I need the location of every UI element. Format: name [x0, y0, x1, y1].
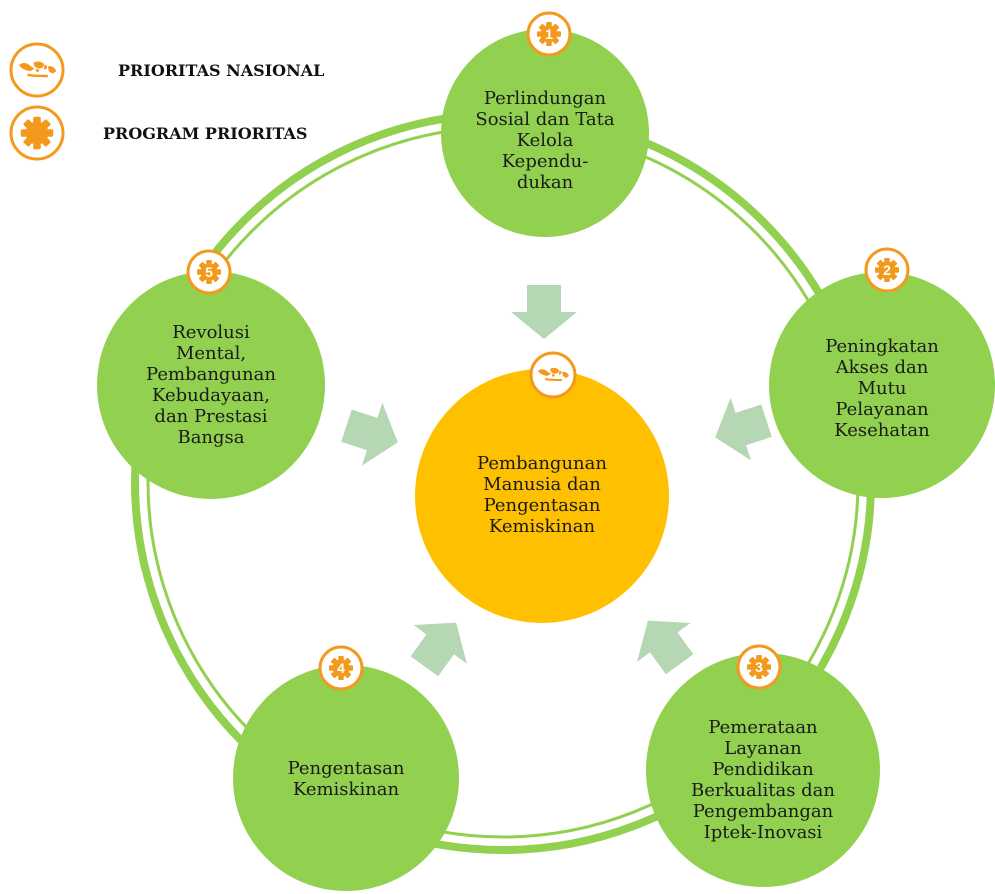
center-badge — [529, 351, 577, 399]
program-5-number: 5 — [205, 264, 213, 280]
program-5-circle — [97, 271, 325, 499]
center-priority-label: Pembangunan Manusia dan Pengentasan Kemi… — [477, 453, 607, 537]
program-2-label: Peningkatan Akses dan Mutu Pelayanan Kes… — [825, 335, 939, 441]
program-4-number: 4 — [337, 660, 345, 676]
program-2-badge: 2 — [864, 247, 910, 293]
arrow-from-program-3 — [637, 620, 694, 675]
center-priority-circle — [415, 369, 669, 623]
legend-program-marker — [9, 105, 65, 161]
program-2-circle — [769, 272, 995, 498]
legend-national-marker — [9, 42, 65, 98]
program-3-badge: 3 — [736, 644, 782, 690]
arrow-from-program-2 — [715, 397, 772, 461]
program-1-number: 1 — [545, 26, 553, 42]
program-2-number: 2 — [883, 262, 891, 278]
program-3-label: Pemerataan Layanan Pendidikan Berkualita… — [691, 717, 835, 843]
arrow-from-program-1 — [511, 285, 577, 339]
program-4-badge: 4 — [318, 645, 364, 691]
program-4-circle — [233, 665, 459, 891]
arrow-from-program-4 — [410, 622, 467, 677]
program-1-circle — [441, 29, 649, 237]
legend-national-label: PRIORITAS NASIONAL — [118, 61, 325, 80]
program-1-label: Perlindungan Sosial dan Tata Kelola Kepe… — [475, 87, 615, 193]
program-1-badge: 1 — [526, 11, 572, 57]
program-5-label: Revolusi Mental, Pembangunan Kebudayaan,… — [146, 322, 276, 448]
gear-icon — [20, 116, 54, 150]
arrow-from-program-5 — [341, 402, 398, 466]
program-5-badge: 5 — [186, 249, 232, 295]
program-3-number: 3 — [755, 659, 763, 675]
program-3-circle — [646, 653, 880, 887]
program-4-label: Pengentasan Kemiskinan — [287, 758, 405, 800]
legend-program-label: PROGRAM PRIORITAS — [103, 124, 308, 143]
